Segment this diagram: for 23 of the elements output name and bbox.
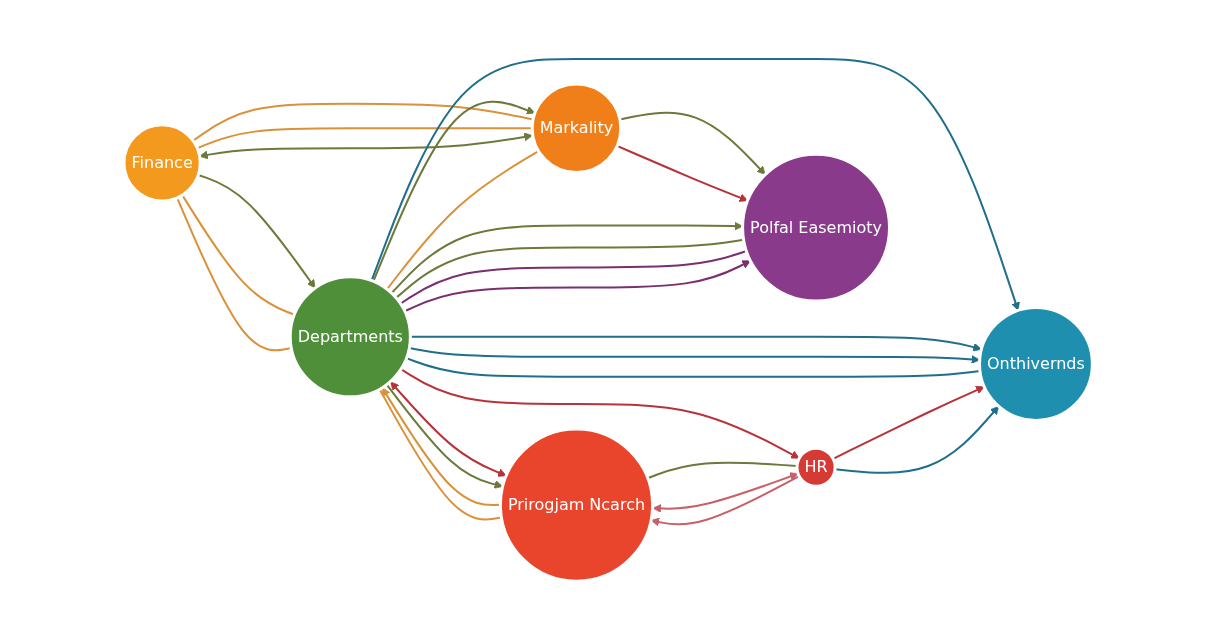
arrow <box>652 472 799 513</box>
arrow <box>403 260 751 313</box>
arrow <box>832 385 985 460</box>
arrow <box>650 475 800 527</box>
connector <box>196 127 533 150</box>
arrow <box>385 383 503 489</box>
arrow <box>408 346 980 364</box>
arrow <box>399 368 800 459</box>
node-circle: Prirogjam Ncarch <box>498 427 654 583</box>
connector <box>385 149 540 291</box>
connector <box>181 194 296 316</box>
node-circle: Departments <box>288 275 412 399</box>
node-circle: Onthivernds <box>977 305 1094 422</box>
node-circle: Polfal Easemioty <box>740 152 891 303</box>
node-circle: Markality <box>530 82 623 174</box>
connector <box>191 102 534 142</box>
arrow <box>370 57 1020 311</box>
node-circle: Finance <box>122 123 202 203</box>
arrow <box>390 221 743 294</box>
arrow <box>199 132 533 160</box>
connector <box>405 357 981 378</box>
arrow <box>390 381 507 477</box>
node-circle: HR <box>795 446 837 488</box>
